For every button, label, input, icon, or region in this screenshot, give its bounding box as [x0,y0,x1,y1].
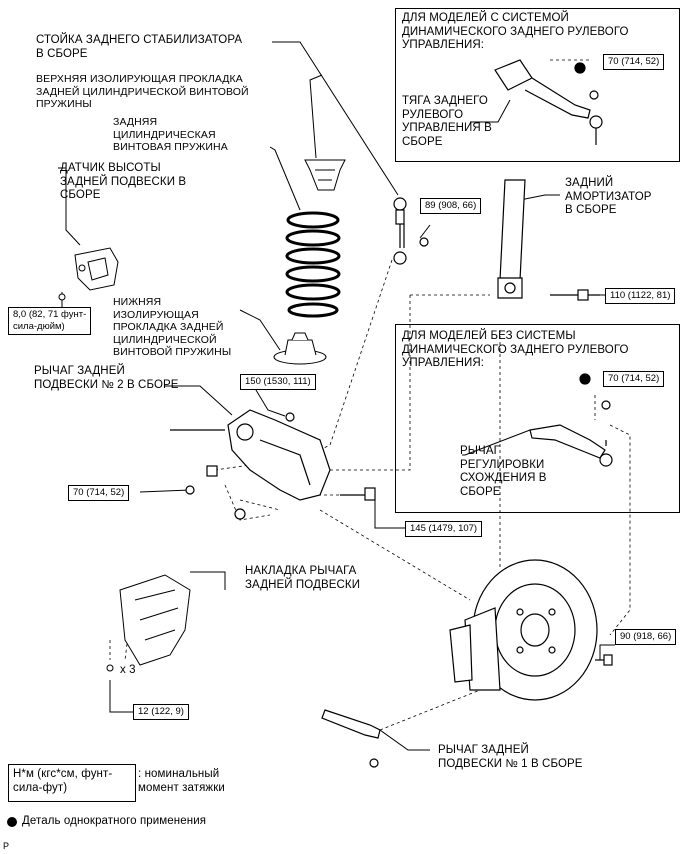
torque-70-top: 70 (714, 52) [603,54,665,70]
shock-absorber-part [497,179,600,301]
leader-upper-insulator [309,74,323,159]
torque-89: 89 (908, 66) [420,198,482,214]
leader-90 [599,644,615,660]
label-arm-no1: РЫЧАГ ЗАДНЕЙ ПОДВЕСКИ № 1 В СБОРЕ [438,744,583,770]
leader-150 [252,384,286,417]
leader-arm-no1 [379,729,430,751]
label-upper-insulator: ВЕРХНЯЯ ИЗОЛИРУЮЩАЯ ПРОКЛАДКА ЗАДНЕЙ ЦИЛ… [36,73,249,110]
with-drs-frame [395,8,680,162]
lower-insulator-part [273,332,327,365]
label-with-drs-title: ДЛЯ МОДЕЛЕЙ С СИСТЕМОЙ ДИНАМИЧЕСКОГО ЗАД… [402,12,629,51]
leader-lower-insulator [239,309,281,351]
leader-shock [519,194,560,201]
leader-height-sensor [58,167,81,246]
leader-12 [109,680,133,713]
legend-unit-text: Н*м (кгс*см, фунт- сила-фут) [13,768,113,794]
leader-145 [374,495,405,529]
height-sensor-part [58,247,119,301]
label-without-drs-title: ДЛЯ МОДЕЛЕЙ БЕЗ СИСТЕМЫ ДИНАМИЧЕСКОГО ЗА… [402,330,629,369]
label-arm-cover: НАКЛАДКА РЫЧАГА ЗАДНЕЙ ПОДВЕСКИ [245,565,361,591]
leader-arm-no2 [165,385,233,416]
leader-toe-arm [462,429,531,456]
label-toe-arm: РЫЧАГ РЕГУЛИРОВКИ СХОЖДЕНИЯ В СБОРЕ [460,445,547,498]
leader-steering-rod [470,99,511,123]
stabilizer-link-part [393,197,429,265]
onetime-use-bullet-icon [7,817,17,827]
arm-cover-part [106,574,191,672]
without-drs-frame [395,324,680,513]
torque-70-left: 70 (714, 52) [68,485,130,501]
legend-onetime-text: Деталь однократного применения [22,815,207,827]
leader-70-left [139,489,191,493]
upper-insulator-part [304,159,346,191]
brake-hub-part [449,559,613,701]
leader-89 [419,224,431,239]
torque-145: 145 (1479, 107) [405,521,483,537]
legend-unit-box [8,764,136,802]
label-arm-no2: РЫЧАГ ЗАДНЕЙ ПОДВЕСКИ № 2 В СБОРЕ [34,365,179,391]
leader-stabilizer-link [272,41,399,196]
torque-110: 110 (1122, 81) [605,288,676,304]
label-steering-rod: ТЯГА ЗАДНЕГО РУЛЕВОГО УПРАВЛЕНИЯ В СБОРЕ [402,95,492,148]
toe-arm-part [529,373,613,467]
torque-150: 150 (1530, 111) [240,374,316,390]
arm-no1-part [321,709,381,768]
label-height-sensor: ДАТЧИК ВЫСОТЫ ЗАДНЕЙ ПОДВЕСКИ В СБОРЕ [60,162,187,201]
corner-mark: P [3,841,10,851]
label-x3: x 3 [120,664,136,676]
torque-12: 12 (122, 9) [133,704,189,720]
label-stabilizer-link: СТОЙКА ЗАДНЕГО СТАБИЛИЗАТОРА В СБОРЕ [36,34,243,60]
torque-70-mid: 70 (714, 52) [603,371,665,387]
leader-coil-spring [269,146,301,211]
label-shock-absorber: ЗАДНИЙ АМОРТИЗАТОР В СБОРЕ [565,177,652,216]
legend-description: : номинальный момент затяжки [138,768,225,794]
label-lower-insulator: НИЖНЯЯ ИЗОЛИРУЮЩАЯ ПРОКЛАДКА ЗАДНЕЙ ЦИЛИ… [113,296,232,358]
steering-rod-part [494,59,603,145]
torque-90: 90 (918, 66) [615,629,677,645]
leader-arm-cover [190,571,226,590]
arm-no2-part [170,409,376,520]
label-coil-spring: ЗАДНЯЯ ЦИЛИНДРИЧЕСКАЯ ВИНТОВАЯ ПРУЖИНА [113,116,228,153]
torque-80: 8,0 (82, 71 фунт- сила-дюйм) [8,307,92,335]
coil-spring-part [285,211,341,318]
